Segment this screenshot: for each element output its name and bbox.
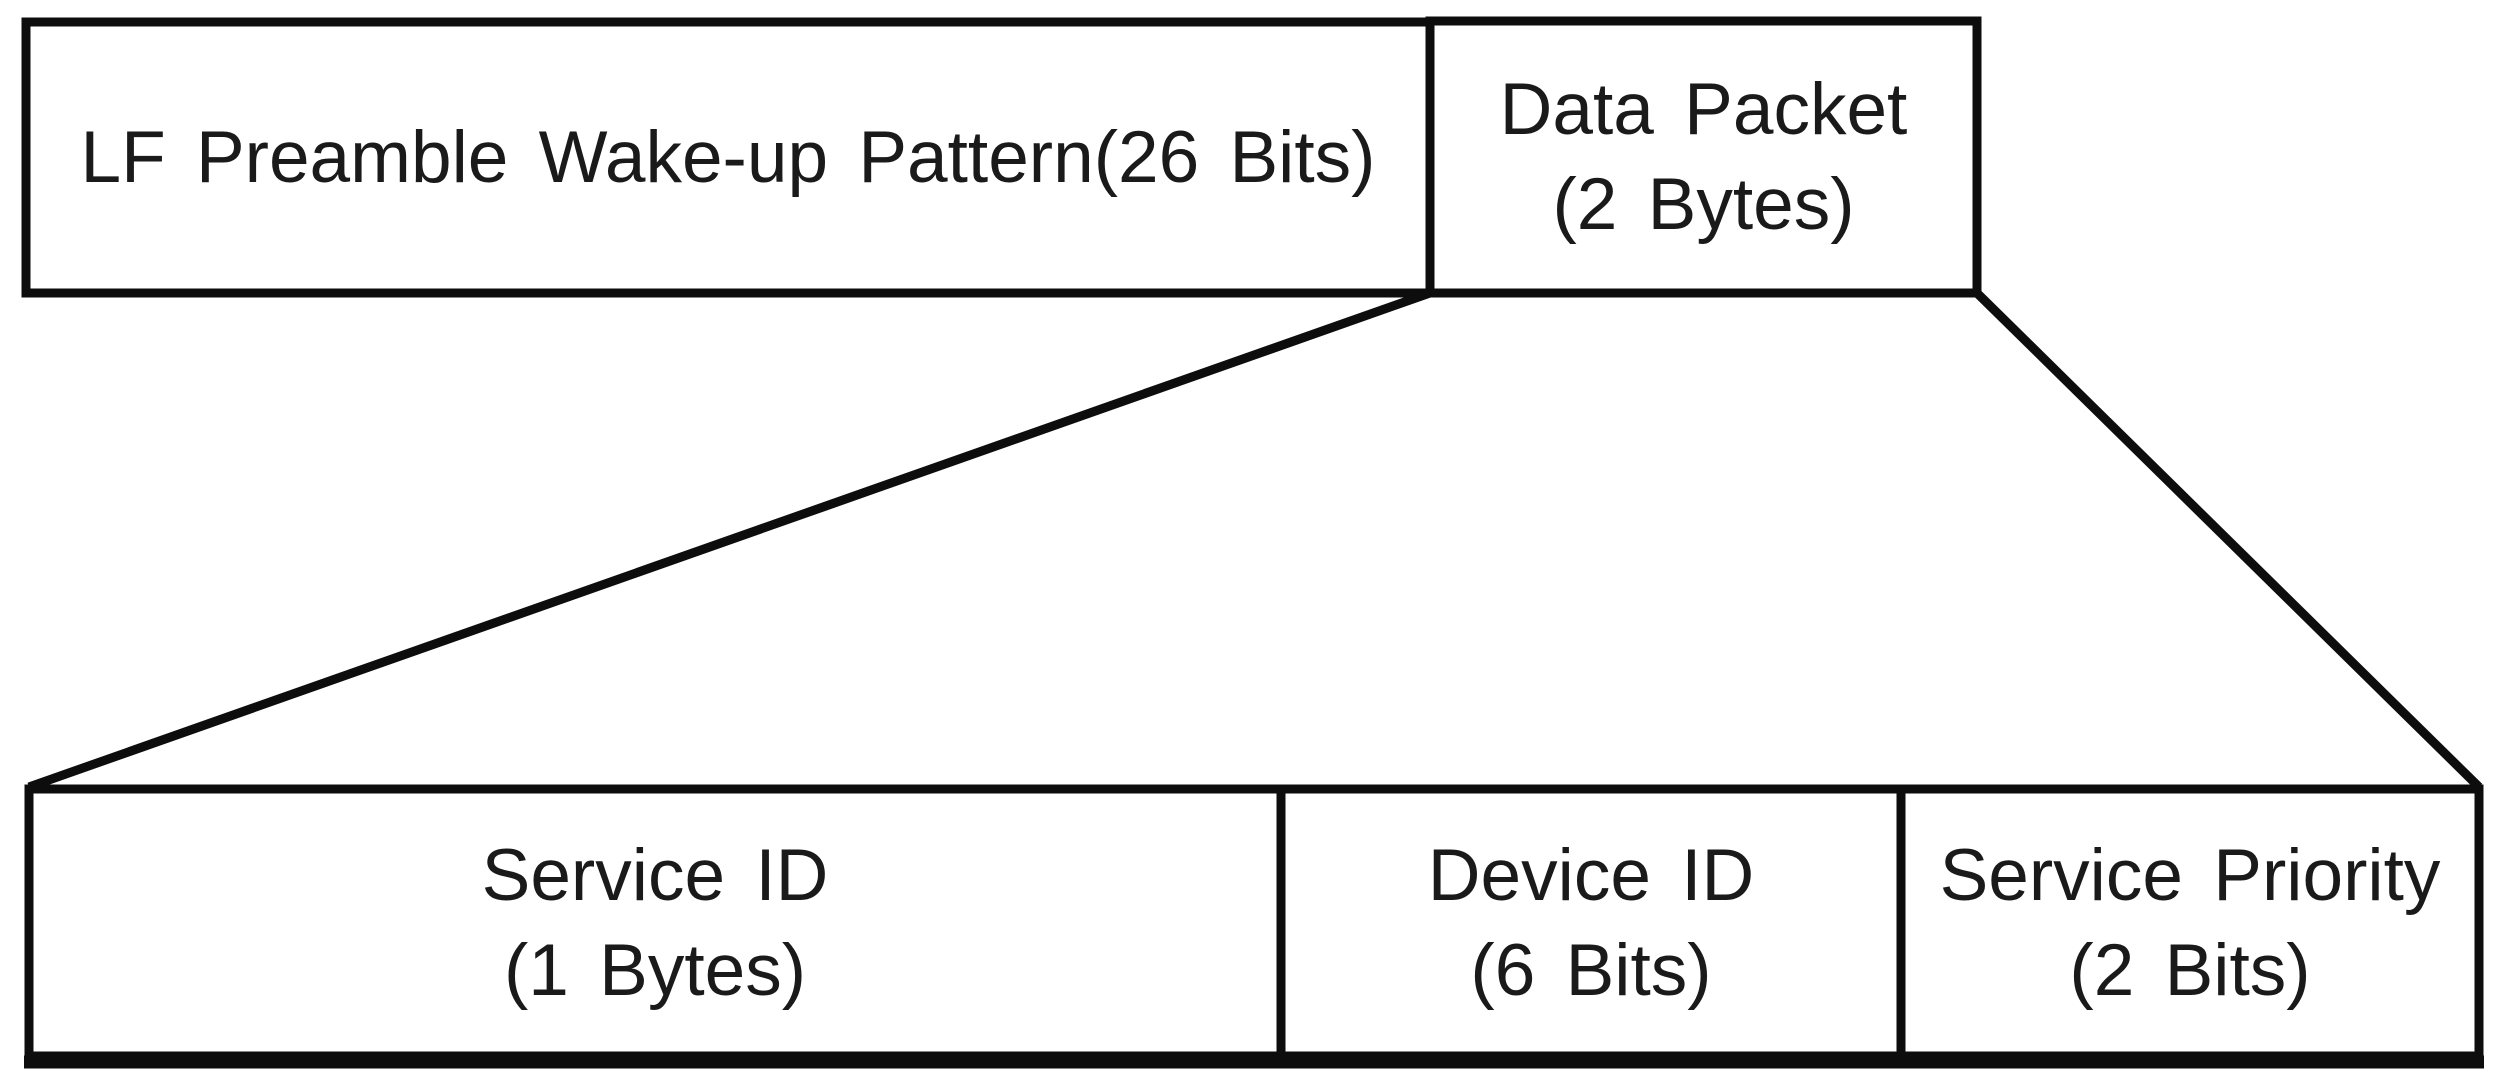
device-id-size: (6 Bits)	[1470, 929, 1712, 1011]
data-packet-size: (2 Bytes)	[1552, 163, 1855, 245]
expansion-line-left	[27, 288, 1432, 792]
expansion-line-right	[1973, 289, 2483, 791]
service-priority-label: Service Priority	[1939, 834, 2441, 916]
device-id-label: Device ID	[1427, 834, 1755, 916]
service-priority-box: Service Priority (2 Bits)	[1905, 793, 2475, 1052]
data-packet-label: Data Packet	[1499, 68, 1908, 150]
data-packet-box-outline	[1425, 16, 1982, 298]
service-id-label: Service ID	[481, 834, 829, 916]
service-id-size: (1 Bytes)	[503, 929, 807, 1011]
service-priority-size: (2 Bits)	[2069, 929, 2311, 1011]
device-id-box: Device ID (6 Bits)	[1285, 793, 1897, 1052]
preamble-label: LF Preamble Wake-up Pattern(26 Bits)	[80, 117, 1376, 198]
service-id-box: Service ID (1 Bytes)	[33, 793, 1277, 1052]
data-packet-box: Data Packet (2 Bytes)	[1434, 24, 1973, 289]
preamble-box: LF Preamble Wake-up Pattern(26 Bits)	[30, 26, 1426, 289]
